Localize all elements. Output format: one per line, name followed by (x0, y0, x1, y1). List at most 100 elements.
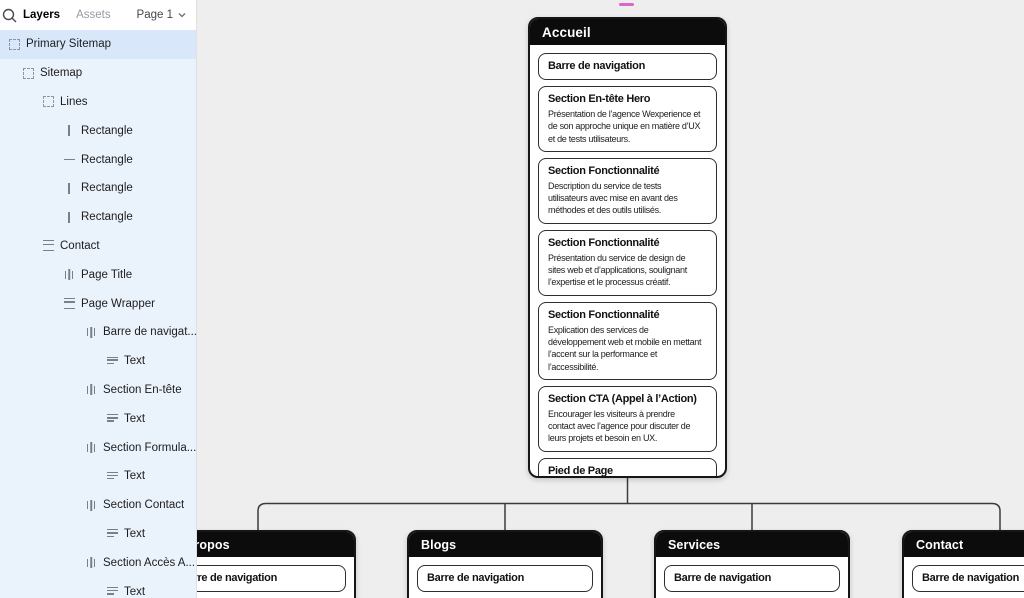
page-selector-label: Page 1 (136, 9, 173, 21)
layer-label: Section Accès A... (103, 556, 196, 569)
layer-label: Rectangle (81, 124, 133, 137)
section-title: Section Fonctionnalité (548, 236, 660, 249)
layer-label: Contact (60, 239, 100, 252)
tab-assets[interactable]: Assets (76, 9, 111, 21)
dashed-frame-icon (42, 96, 54, 108)
layer-row-text[interactable]: Text (0, 347, 196, 376)
dashed-frame-icon (8, 38, 20, 50)
layer-row-section-contact[interactable]: Section Contact (0, 491, 196, 520)
layer-label: Text (124, 470, 146, 483)
text-lines-icon (106, 586, 118, 598)
layer-label: Text (124, 585, 146, 598)
page-card-title: Blogs (409, 532, 601, 557)
section-card-section-cta-appel-a-l-action[interactable]: Section CTA (Appel à l’Action) Encourager… (538, 385, 717, 452)
layer-row-page-wrapper[interactable]: Page Wrapper (0, 289, 196, 318)
section-description: Description du service de tests utilisat… (548, 180, 678, 216)
layer-row-section-acces-a[interactable]: Section Accès A... (0, 548, 196, 577)
layer-label: Text (124, 527, 146, 540)
page-card-sections: Barre de navigation (656, 557, 848, 598)
tab-layers[interactable]: Layers (23, 9, 61, 21)
layer-label: Section Contact (103, 499, 185, 512)
text-lines-icon (106, 470, 118, 482)
layer-label: Rectangle (81, 182, 133, 195)
section-description: Encourager les visiteurs à prendre conta… (548, 408, 691, 444)
layer-row-lines[interactable]: Lines (0, 88, 196, 117)
layer-row-text[interactable]: Text (0, 462, 196, 491)
section-description: Présentation de l’agence Wexperience et … (548, 109, 701, 144)
text-lines-icon (106, 355, 118, 367)
section-title: Barre de navigation (674, 572, 771, 584)
page-card-title: Contact (904, 532, 1024, 557)
page-selector[interactable]: Page 1 (137, 9, 186, 21)
layer-row-contact[interactable]: Contact (0, 232, 196, 261)
dashed-frame-icon (22, 67, 34, 79)
layer-label: Barre de navigat... (103, 326, 196, 339)
layer-label: Rectangle (81, 211, 133, 224)
layer-label: Text (124, 355, 146, 368)
layer-row-sitemap[interactable]: Sitemap (0, 59, 196, 88)
section-card-barre-de-navigation[interactable]: Barre de navigation (538, 53, 717, 80)
rows-layout-icon (63, 298, 75, 310)
section-title: Barre de navigation (180, 572, 277, 584)
chevron-down-icon (178, 13, 186, 18)
section-card-barre-de-navigation[interactable]: Barre de navigation (912, 565, 1024, 592)
section-title: Pied de Page (548, 464, 613, 477)
layer-label: Page Wrapper (81, 297, 155, 310)
section-description: Explication des services de développemen… (548, 324, 702, 372)
layer-row-section-formula[interactable]: Section Formula... (0, 433, 196, 462)
selected-line-segment[interactable] (619, 3, 634, 6)
layer-label: Section En-tête (103, 383, 182, 396)
section-description: Présentation du service de design de sit… (548, 252, 687, 288)
layer-label: Page Title (81, 268, 133, 281)
section-card-barre-de-navigation[interactable]: Barre de navigation (664, 565, 840, 592)
vertical-bar-icon (63, 211, 75, 223)
section-card-pied-de-page[interactable]: Pied de Page (538, 457, 717, 477)
section-title: Section En-tête Hero (548, 93, 651, 105)
layer-row-section-en-tete[interactable]: Section En-tête (0, 376, 196, 405)
vertical-bar-icon (63, 125, 75, 137)
layer-label: Lines (60, 95, 88, 108)
section-title: Barre de navigation (548, 60, 645, 72)
layer-row-text[interactable]: Text (0, 577, 196, 598)
layer-row-page-title[interactable]: Page Title (0, 260, 196, 289)
layer-row-rectangle[interactable]: Rectangle (0, 116, 196, 145)
horizontal-bar-icon (63, 154, 75, 166)
layer-row-rectangle[interactable]: Rectangle (0, 203, 196, 232)
page-card-sections: Barre de navigation (162, 557, 354, 598)
vertical-bar-icon (63, 182, 75, 194)
columns-layout-icon (85, 557, 97, 569)
columns-layout-icon (63, 269, 75, 281)
section-title: Section Fonctionnalité (548, 308, 660, 321)
layer-label: Primary Sitemap (26, 38, 111, 51)
rows-layout-icon (42, 240, 54, 252)
layer-row-rectangle[interactable]: Rectangle (0, 174, 196, 203)
columns-layout-icon (85, 499, 97, 511)
columns-layout-icon (85, 384, 97, 396)
section-title: Barre de navigation (922, 572, 1019, 584)
columns-layout-icon (85, 442, 97, 454)
layer-row-text[interactable]: Text (0, 404, 196, 433)
layer-row-text[interactable]: Text (0, 520, 196, 549)
layer-row-barre-de-navigat[interactable]: Barre de navigat... (0, 318, 196, 347)
layers-panel-header: Layers Assets Page 1 (0, 0, 196, 30)
section-card-barre-de-navigation[interactable]: Barre de navigation (170, 565, 346, 592)
layer-row-primary-sitemap[interactable]: Primary Sitemap (0, 30, 196, 59)
layer-label: Text (124, 412, 146, 425)
layer-label: Rectangle (81, 153, 133, 166)
search-icon[interactable] (1, 7, 18, 24)
layer-row-rectangle[interactable]: Rectangle (0, 145, 196, 174)
section-card-barre-de-navigation[interactable]: Barre de navigation (417, 565, 593, 592)
section-title: Section CTA (Appel à l’Action) (548, 392, 697, 405)
